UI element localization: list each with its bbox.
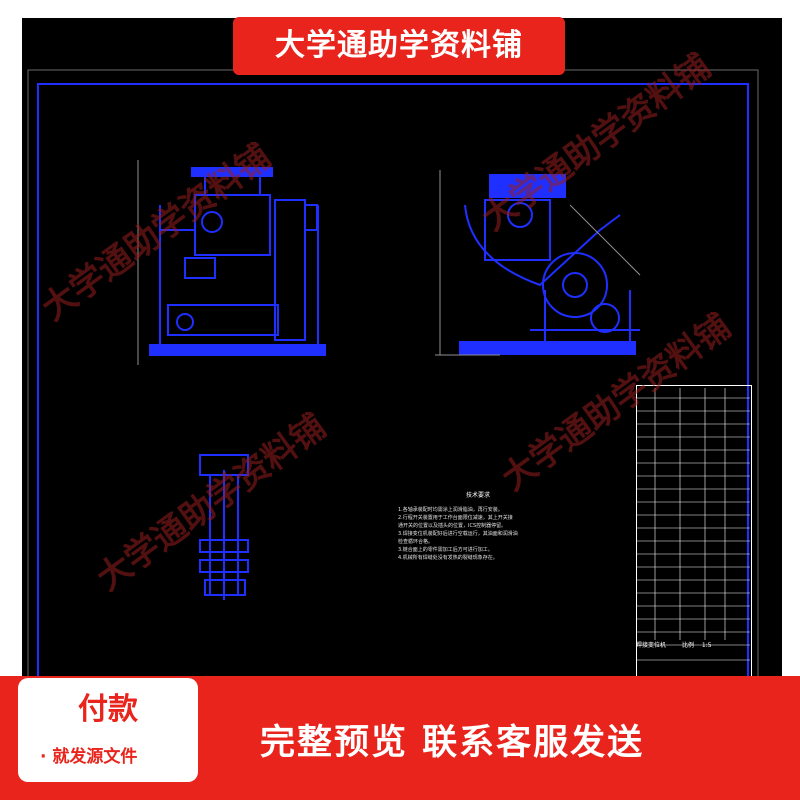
pay-subtitle: · 就发源文件 [40,747,138,767]
section-view [199,454,249,600]
contact-cta: 完整预览 联系客服发送 [260,723,645,763]
title-block-grid [636,388,750,661]
pay-button[interactable]: 付款 · 就发源文件 [18,678,198,782]
front-view [149,167,326,356]
tech-line: 检查循环合格。 [398,539,434,545]
shop-banner: 大学通助学资料铺 [233,17,565,75]
side-view [459,174,640,355]
tech-line: 3.链合面上的零件需加工后方可进行加工。 [398,547,493,553]
tech-line: 通开关的位置以及插头的位置，ICS控制器停留。 [398,523,507,529]
tech-line: 1.各轴承装配时均需涂上润滑脂油，再行安装。 [398,507,503,513]
cad-sheet [22,18,782,690]
pay-title: 付款 [78,692,138,727]
tech-line: 2.行程开关装置用于工作台面限位减速，其上开关接 [398,515,513,521]
dimension-lines [137,160,641,365]
tech-line: 3.焊接变位机装配好后进行空载运行，其油面和润滑油 [398,531,518,537]
tech-line: 4.机械所有焊缝处没有发热的裂缝现象存在。 [398,555,498,561]
tech-title: 技术要求 [465,492,490,499]
tech-requirements: 技术要求 1.各轴承装配时均需涂上润滑脂油，再行安装。 2.行程开关装置用于工作… [398,492,598,562]
title-block-name: 焊接变位机 比例 1:5 [636,642,712,649]
